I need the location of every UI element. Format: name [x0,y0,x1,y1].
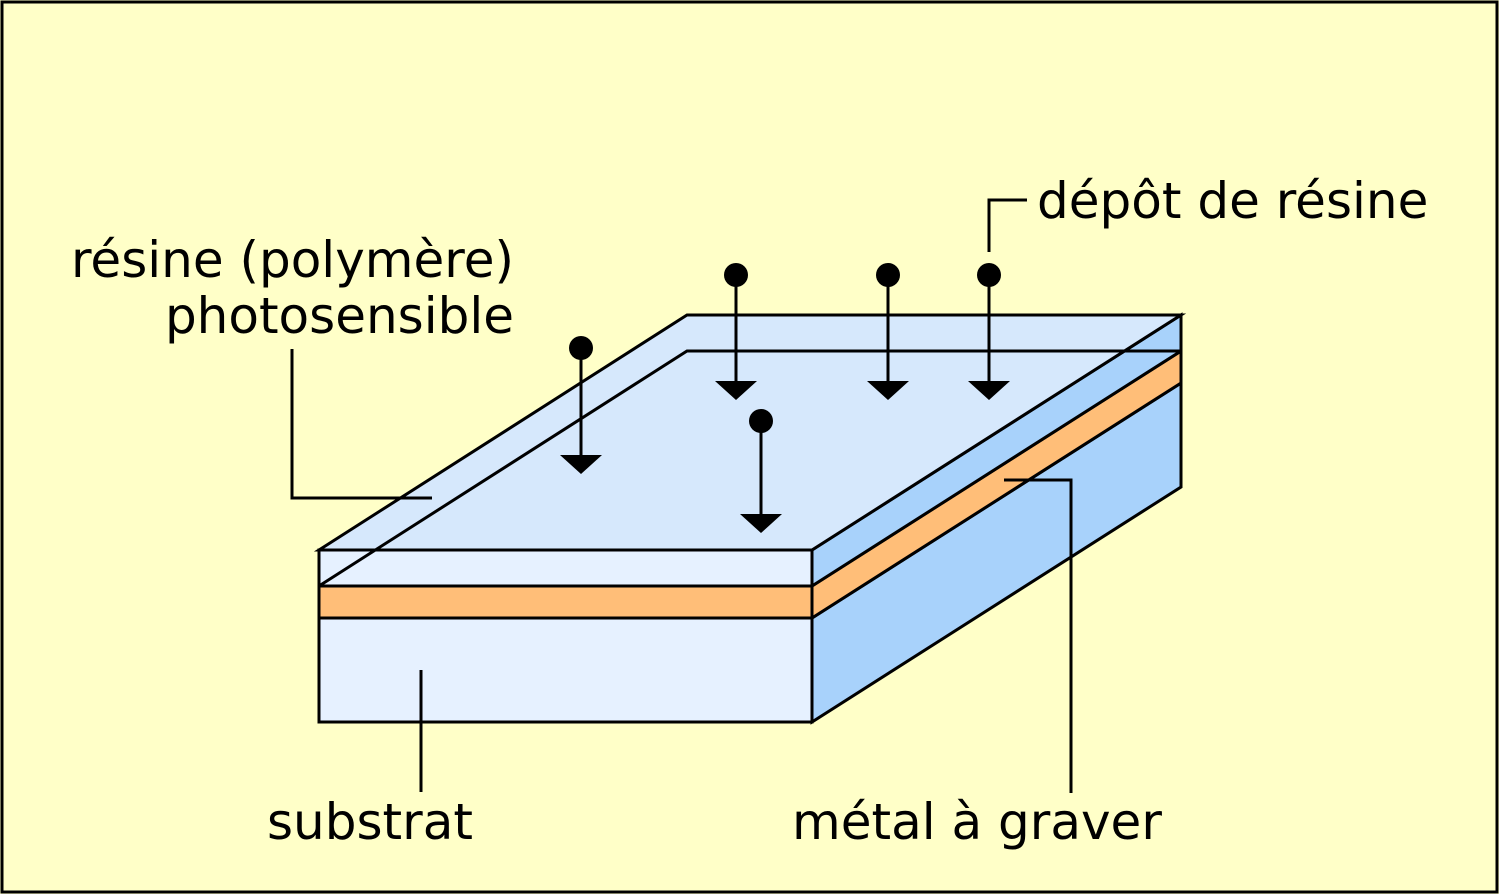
leader-depot [987,198,1027,252]
resin-drop-2 [715,263,757,400]
resin-drop-3 [867,263,909,400]
substrat-front-face [317,616,814,724]
arrow-down-icon [715,381,757,400]
metal-front-face [317,584,814,620]
arrow-down-icon [968,381,1010,400]
label-resine-line1: résine (polymère) [71,231,514,289]
label-resine-line2: photosensible [165,287,514,345]
resin-drop-1 [560,336,602,474]
arrow-down-icon [560,455,602,474]
resine-front-face [317,548,814,588]
resin-drop-5 [740,409,782,533]
label-substrat: substrat [267,793,473,851]
leader-resine [290,349,432,500]
resine-inner-edge [318,349,1181,588]
resin-drop-4 [968,263,1010,400]
arrow-down-icon [740,514,782,533]
arrow-down-icon [867,381,909,400]
label-metal: métal à graver [792,793,1162,851]
label-depot: dépôt de résine [1037,172,1428,230]
leader-metal [1004,478,1073,793]
resine-top-face [313,313,1187,552]
